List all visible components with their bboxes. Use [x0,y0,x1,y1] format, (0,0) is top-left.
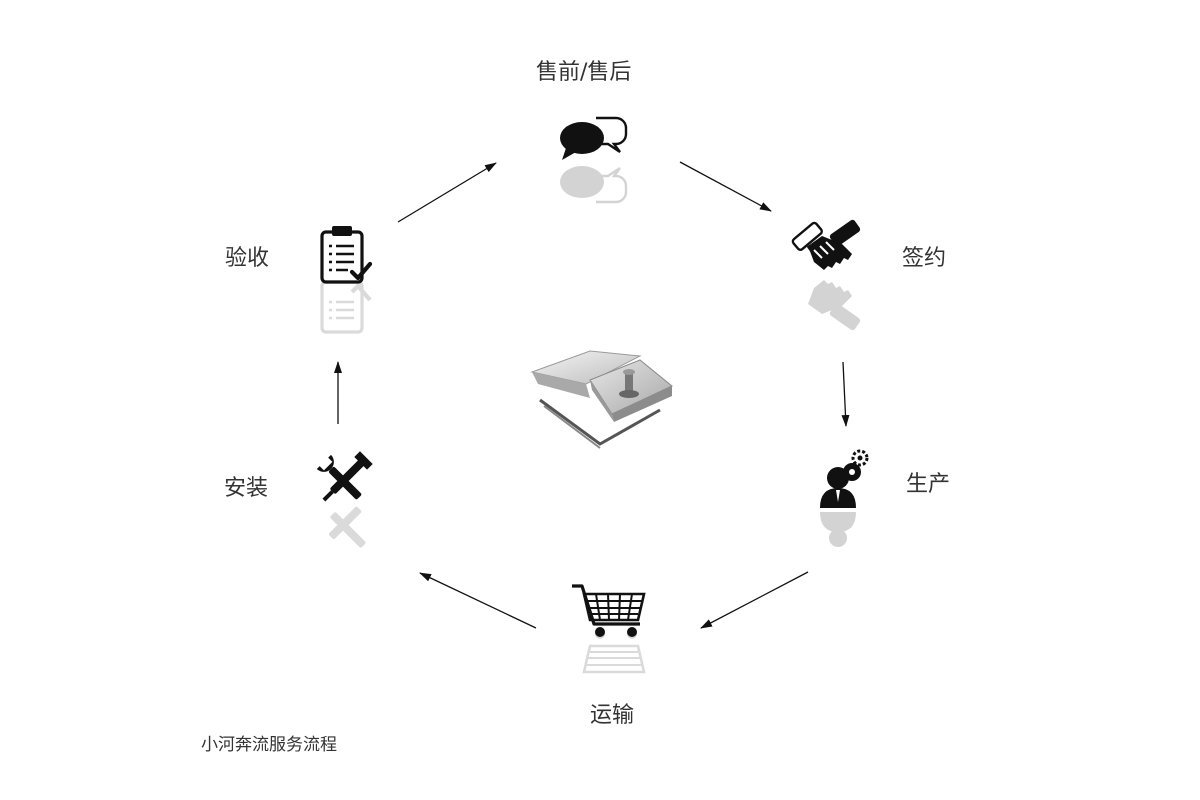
wrench-screwdriver-icon [316,451,373,502]
stage-label-presales: 售前/售后 [536,60,632,85]
shopping-cart-icon [572,584,646,637]
worker-gears-icon [820,449,869,508]
handshake-icon [791,219,861,270]
shopping-cart-reflection-icon [582,629,646,674]
worker-gears-reflection-icon [820,512,856,547]
wrench-screwdriver-reflection-icon [328,506,366,548]
speech-bubbles-reflection-icon [560,166,628,204]
clipboard-check-reflection-icon [320,280,372,334]
arrow-transport-to-install [419,572,537,629]
diagram-caption: 小河奔流服务流程 [201,735,337,755]
arrow-production-to-transport [700,571,809,629]
stage-label-install: 安装 [224,476,269,501]
stage-label-production: 生产 [906,472,951,497]
arrow-presales-to-contract [679,161,772,212]
raised-floor-panel-image [530,350,673,449]
stage-label-acceptance: 验收 [225,246,270,271]
handshake-reflection-icon [808,280,861,331]
speech-bubbles-icon [560,116,628,160]
stage-label-contract: 签约 [902,246,947,271]
arrow-acceptance-to-presales [397,162,497,223]
arrow-contract-to-production [841,361,850,427]
stage-label-transport: 运输 [590,703,635,728]
clipboard-check-icon [320,226,373,284]
